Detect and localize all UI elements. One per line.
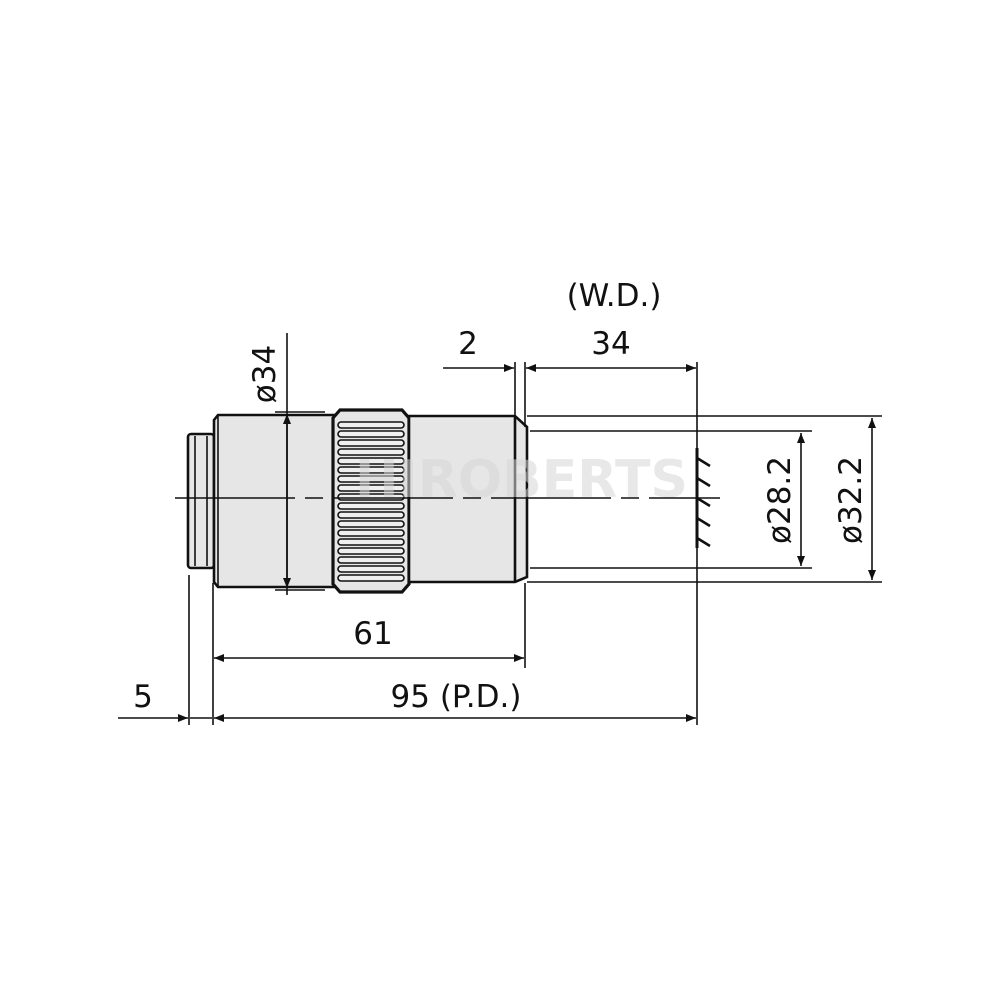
dim-wd bbox=[443, 362, 696, 427]
label-dia-34: ø34 bbox=[247, 345, 283, 403]
label-dia-32-2: ø32.2 bbox=[833, 456, 869, 544]
label-dim-95-pd: 95 (P.D.) bbox=[391, 679, 522, 715]
specimen-plane bbox=[695, 362, 711, 725]
label-dim-61: 61 bbox=[353, 616, 392, 652]
dim-dia-34 bbox=[275, 333, 325, 595]
label-dim-34-wd: 34 bbox=[591, 326, 630, 362]
diameter-extension-lines bbox=[527, 415, 882, 583]
label-dia-28-2: ø28.2 bbox=[762, 456, 798, 544]
label-wd-caption: (W.D.) bbox=[567, 278, 662, 314]
knurled-ring bbox=[331, 408, 411, 594]
mount-thread bbox=[186, 432, 216, 570]
lens-barrel bbox=[212, 413, 337, 589]
watermark-text: HIROBERTS bbox=[355, 450, 688, 510]
dim-bottom bbox=[118, 575, 696, 725]
label-dim-5: 5 bbox=[133, 679, 153, 715]
label-dim-2: 2 bbox=[458, 326, 478, 362]
